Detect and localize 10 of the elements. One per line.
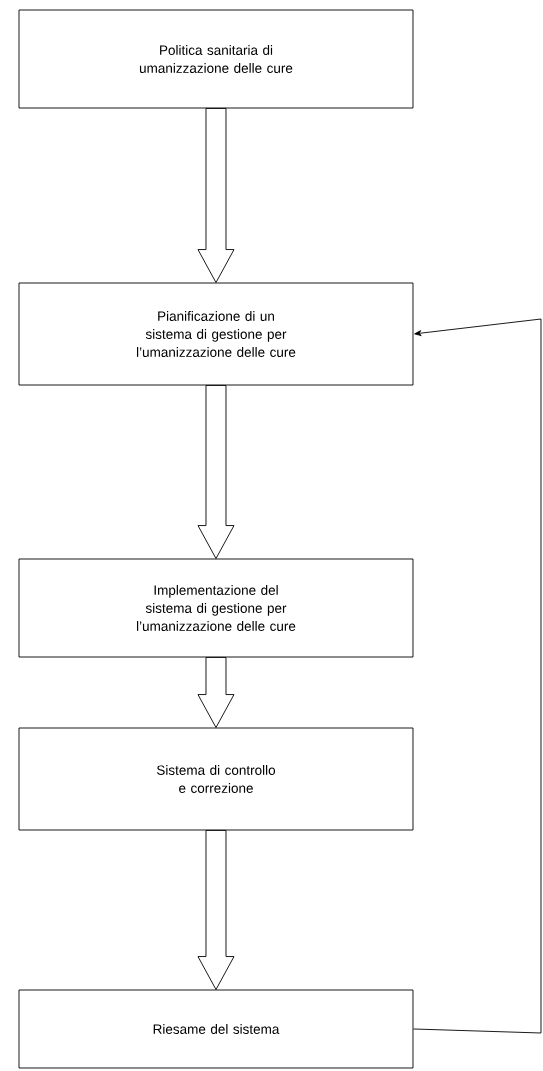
- process-box: Sistema di controllo e correzione: [18, 727, 414, 831]
- feedback-arrow: [413, 318, 542, 1034]
- process-box: Riesame del sistema: [18, 989, 414, 1069]
- block-arrow: [197, 108, 235, 283]
- block-arrow: [197, 385, 235, 559]
- block-arrow: [197, 657, 235, 728]
- process-box: Pianificazione di un sistema di gestione per l’umanizzazione delle cure: [18, 282, 414, 386]
- process-box: Politica sanitaria di umanizzazione delle cure: [18, 9, 414, 109]
- block-arrow: [197, 830, 235, 990]
- process-box: Implementazione del sistema di gestione per l’umanizzazione delle cure: [18, 558, 414, 658]
